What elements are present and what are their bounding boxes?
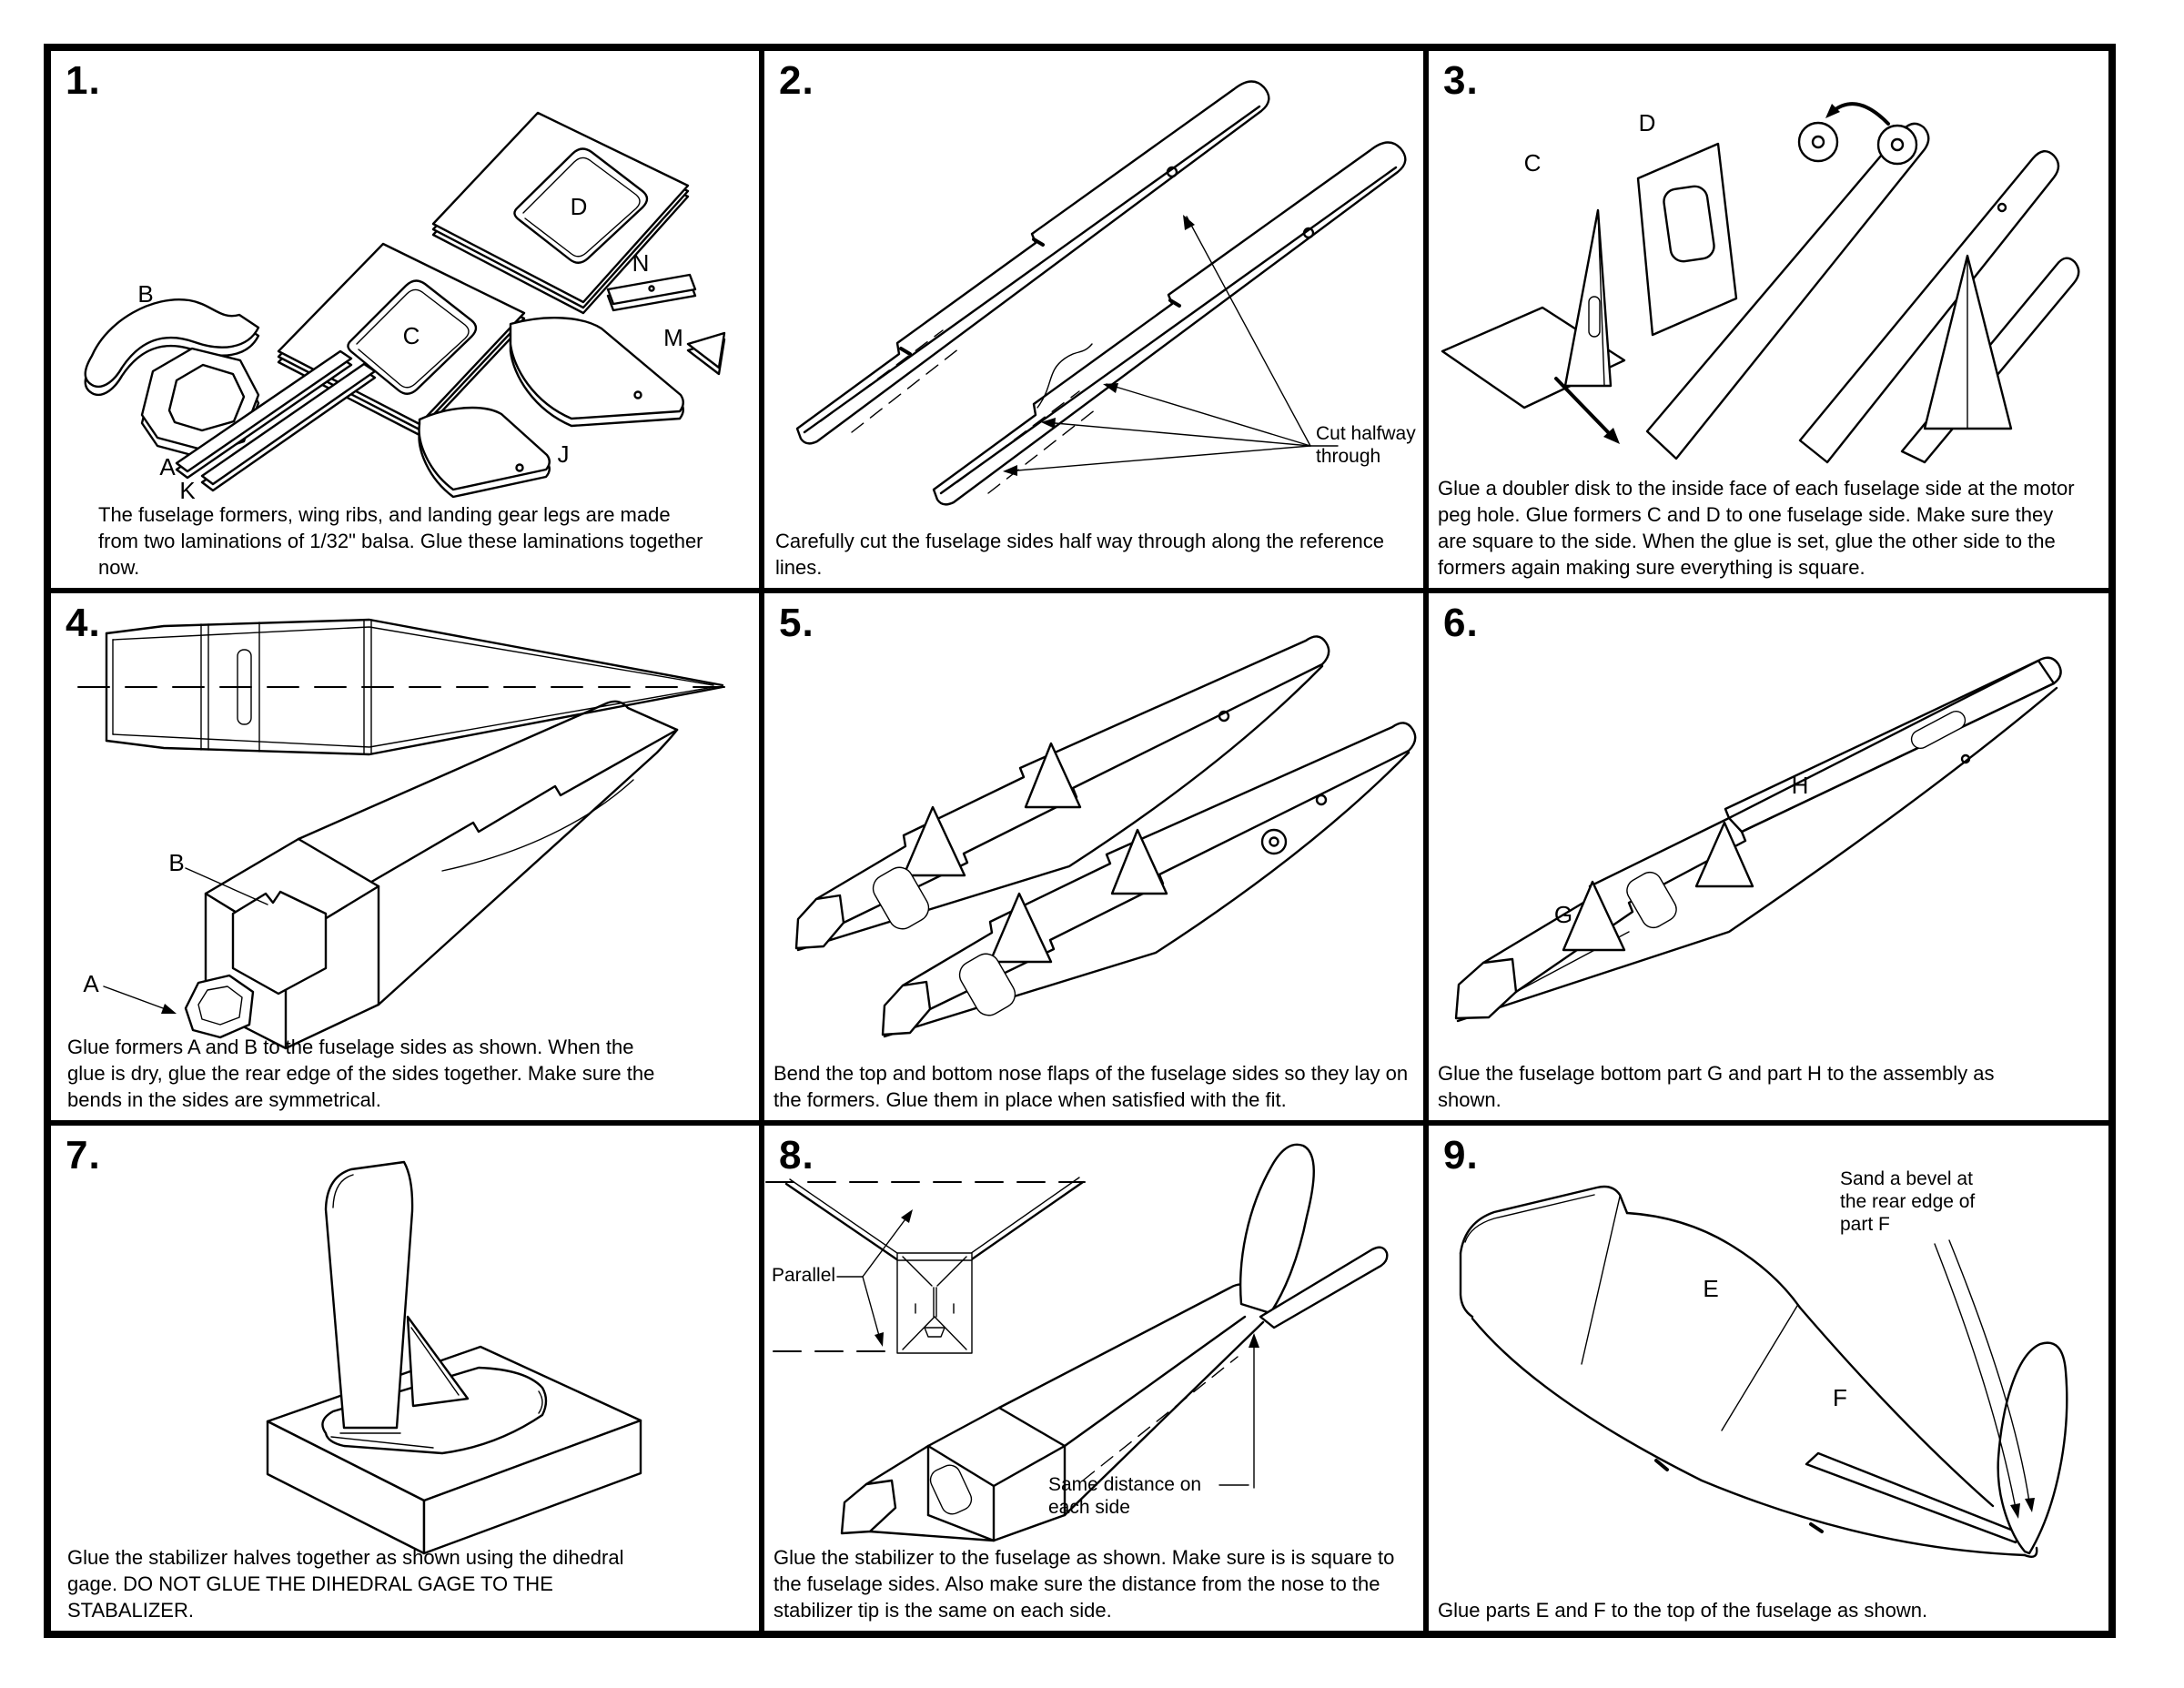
step-number-8: 8. (779, 1133, 814, 1178)
former-c-side-drawing (1563, 208, 1613, 388)
part-label-f: F (1833, 1384, 1847, 1411)
panel-7: 7. Glue the stabilizer halves together a… (51, 1126, 764, 1631)
parallel-annotation: Parallel (772, 1265, 836, 1286)
stabilizer-on-tail-drawing (1805, 1341, 2068, 1555)
part-label-d: D (571, 193, 588, 220)
wing-rib-lower-j-drawing (418, 406, 551, 499)
part-label-g: G (1554, 901, 1572, 928)
step-number-4: 4. (66, 601, 101, 645)
panel-6: G H 6. Glue the fuselage bottom part G a… (1429, 593, 2108, 1126)
panel-2-drawing (795, 80, 1407, 506)
fuselage-side-far-drawing (1645, 122, 1930, 460)
part-label-n: N (632, 249, 650, 277)
panel-9: E F Sand a bevel at the rear edge of par… (1429, 1126, 2108, 1631)
fuselage-assembly-3d (103, 700, 679, 1050)
part-label-h: H (1792, 772, 1809, 799)
fuselage-shell-2-drawing (881, 722, 1417, 1038)
step-caption-9: Glue parts E and F to the top of the fus… (1438, 1599, 1928, 1622)
part-label-b: B (168, 849, 184, 876)
step-caption-6: Glue the fuselage bottom part G and part… (1438, 1062, 1995, 1111)
fuselage-plan-view (77, 618, 730, 756)
panel-3: C D 3. Glue a doubler disk to the inside… (1429, 51, 2108, 593)
step-number-6: 6. (1443, 601, 1479, 645)
step-caption-2: Carefully cut the fuselage sides half wa… (775, 530, 1384, 579)
fuselage-with-stabilizer-drawing (840, 1143, 1389, 1542)
step-caption-4: Glue formers A and B to the fuselage sid… (67, 1036, 655, 1111)
stabilizer-flat-half-drawing (321, 1366, 548, 1455)
same-distance-annotation: Same distance on each side (1048, 1474, 1202, 1518)
part-label-a: A (159, 453, 176, 480)
panel-5: 5. Bend the top and bottom nose flaps of… (764, 593, 1429, 1126)
part-label-j: J (558, 440, 570, 468)
stick-n-drawing (606, 273, 697, 312)
former-d-drawing (431, 111, 690, 315)
part-label-c: C (403, 322, 420, 349)
bevel-arrows (1934, 1239, 2035, 1519)
step-number-2: 2. (779, 58, 814, 103)
same-distance-arrow (1218, 1333, 1259, 1489)
former-a-drawing (140, 347, 260, 459)
doubler-disks-drawing (1797, 102, 1918, 166)
fuselage-side-1-drawing (795, 80, 1270, 445)
panel-7-drawing (266, 1160, 642, 1555)
fuselage-shell-1-drawing (794, 635, 1330, 952)
former-b-in-assembly (231, 890, 328, 996)
panel-3-drawing: C D (1441, 102, 2080, 464)
cut-arrows (1003, 215, 1339, 476)
step-caption-7: Glue the stabilizer halves together as s… (67, 1546, 624, 1622)
step-caption-8: Glue the stabilizer to the fuselage as s… (774, 1546, 1395, 1622)
panel-8: Same distance on each side Parallel 8. G… (764, 1126, 1429, 1631)
cut-halfway-annotation: Cut halfway through (1316, 423, 1416, 467)
stabilizer-vertical-half-drawing (324, 1160, 414, 1434)
dihedral-brace-drawing (406, 1315, 470, 1408)
bevel-annotation: Sand a bevel at the rear edge of part F (1840, 1168, 1976, 1235)
standing-former-drawing (1923, 254, 2013, 430)
wing-rib-upper-drawing (509, 317, 684, 428)
landing-gear-leg-b-drawing (84, 298, 260, 397)
panel-1: D C B A K J N M 1. The fuselage formers,… (51, 51, 764, 593)
part-label-k: K (179, 477, 196, 504)
fuselage-with-bottom-drawing (1454, 656, 2062, 1023)
rear-view-inset (765, 1177, 1086, 1354)
part-label-m: M (663, 324, 683, 351)
part-label-e: E (1703, 1275, 1718, 1302)
instruction-grid: D C B A K J N M 1. The fuselage formers,… (44, 44, 2116, 1638)
panel-8-drawing (765, 1143, 1389, 1542)
fuselage-side-right-drawing (1798, 150, 2060, 464)
step-number-3: 3. (1443, 58, 1479, 103)
panel-4-drawing: B A (77, 618, 730, 1050)
fuselage-side-2-drawing (932, 141, 1407, 506)
step-number-1: 1. (66, 58, 101, 103)
part-label-d: D (1639, 109, 1656, 136)
part-label-c: C (1524, 149, 1542, 177)
panel-5-drawing (794, 635, 1417, 1038)
step-number-7: 7. (66, 1133, 101, 1178)
step-caption-1: The fuselage formers, wing ribs, and lan… (98, 503, 703, 579)
panel-9-drawing: E F (1459, 1185, 2068, 1558)
panel-2: Cut halfway through 2. Carefully cut the… (764, 51, 1429, 593)
step-number-5: 5. (779, 601, 814, 645)
panel-4: B A 4. Glue formers A and B to the fusel… (51, 593, 764, 1126)
part-label-a: A (83, 970, 99, 997)
step-caption-3: Glue a doubler disk to the inside face o… (1438, 477, 2075, 579)
fuselage-top-parts-drawing (1459, 1185, 2038, 1558)
gusset-m-drawing (686, 331, 726, 376)
part-label-b: B (137, 280, 153, 308)
former-a-in-assembly (184, 974, 255, 1039)
step-number-9: 9. (1443, 1133, 1479, 1178)
former-d-side-drawing (1636, 142, 1738, 337)
panel-6-drawing: G H (1454, 656, 2062, 1023)
panel-1-drawing: D C B A K J N M (84, 111, 726, 504)
wing-strips-k-drawing (175, 349, 377, 492)
step-caption-5: Bend the top and bottom nose flaps of th… (774, 1062, 1409, 1111)
